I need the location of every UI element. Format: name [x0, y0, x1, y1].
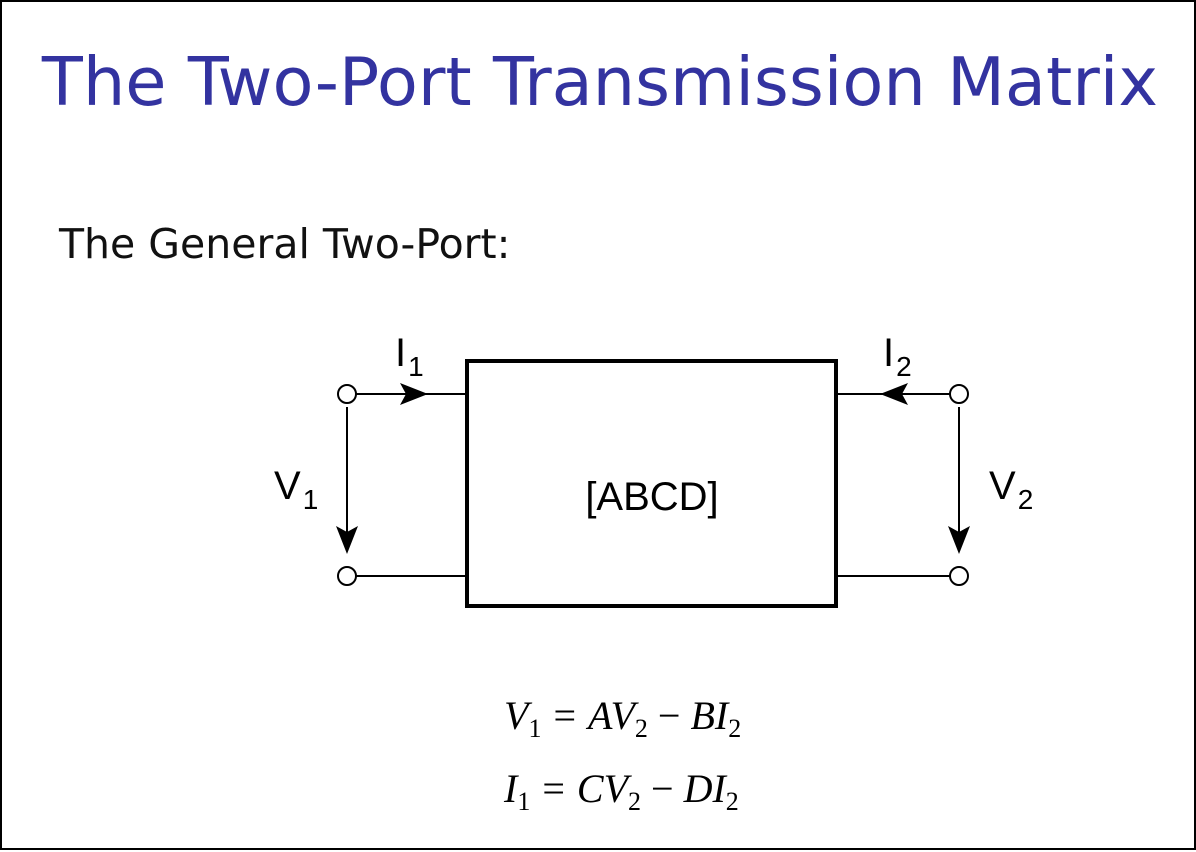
slide-subtitle: The General Two-Port:: [59, 220, 511, 268]
port2-voltage-label: V2: [989, 464, 1033, 515]
port1-voltage-label: V1: [274, 464, 318, 515]
port2-bottom-terminal: [949, 566, 969, 586]
equation-1: V1=AV2−BI2: [504, 693, 741, 743]
port1-current-arrow: [400, 383, 428, 405]
slide-title: The Two-Port Transmission Matrix: [41, 43, 1159, 121]
port2-top-terminal: [949, 384, 969, 404]
port1-top-terminal: [337, 384, 357, 404]
port2-current-arrow: [880, 383, 908, 405]
port1-current-label: I1: [395, 331, 424, 382]
equation-2: I1=CV2−DI2: [503, 766, 739, 816]
port1-voltage-arrow: [336, 526, 358, 554]
port1-bottom-terminal: [337, 566, 357, 586]
port2-voltage-arrow: [948, 526, 970, 554]
abcd-block: [465, 359, 838, 608]
port2-current-label: I2: [883, 331, 912, 382]
block-label: [ABCD]: [585, 475, 718, 519]
